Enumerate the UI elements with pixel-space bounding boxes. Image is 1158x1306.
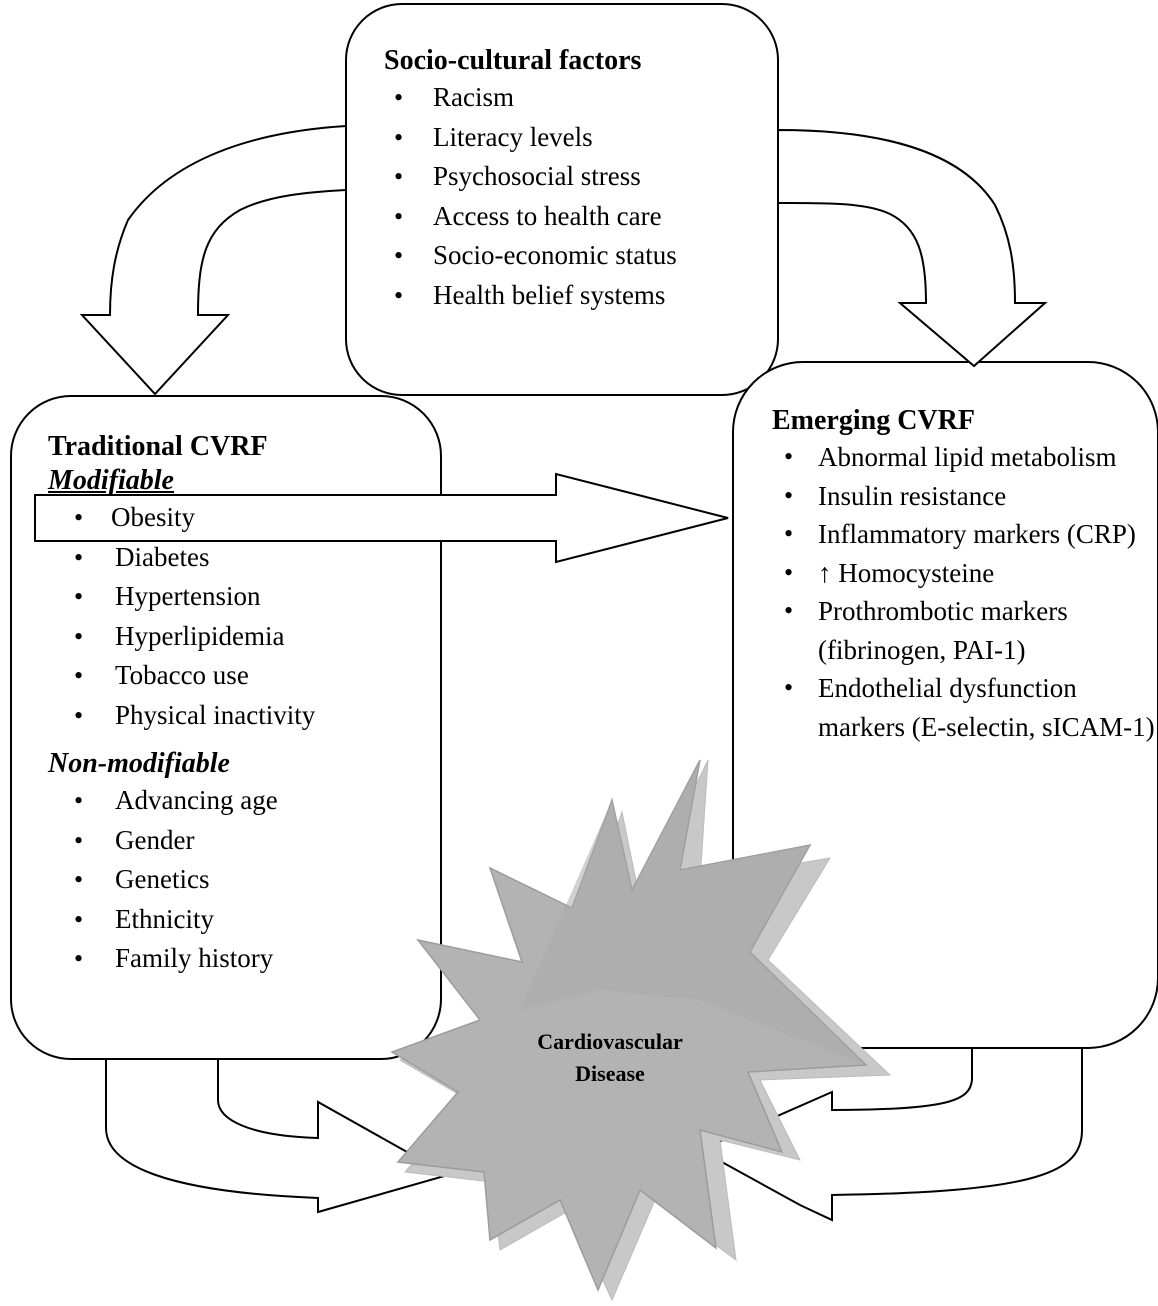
modifiable-item-inactivity: Physical inactivity bbox=[48, 696, 315, 736]
non-modifiable-item-age: Advancing age bbox=[48, 781, 315, 821]
cvd-label-line1: Cardiovascular bbox=[537, 1029, 683, 1054]
modifiable-item-diabetes: Diabetes bbox=[48, 538, 315, 578]
curved-arrow-emerging-to-cvd bbox=[697, 1047, 1083, 1222]
modifiable-heading: Modifiable bbox=[48, 465, 174, 496]
cvd-starburst bbox=[390, 759, 892, 1302]
curved-arrow-socio-to-traditional bbox=[79, 124, 347, 396]
modifiable-item-tobacco: Tobacco use bbox=[48, 656, 315, 696]
starburst-highlight bbox=[520, 760, 866, 1065]
emerging-item-inflammatory: Inflammatory markers (CRP) bbox=[772, 515, 1158, 554]
socio-cultural-box: Socio-cultural factors Racism Literacy l… bbox=[384, 44, 677, 315]
traditional-title: Traditional CVRF bbox=[48, 431, 268, 462]
non-modifiable-item-gender: Gender bbox=[48, 821, 315, 861]
emerging-title: Emerging CVRF bbox=[772, 405, 975, 436]
emerging-item-homocysteine: ↑ Homocysteine bbox=[772, 554, 1158, 593]
socio-item-racism: Racism bbox=[384, 78, 677, 118]
non-modifiable-item-family-history: Family history bbox=[48, 939, 315, 979]
emerging-cvrf-box: Emerging CVRF Abnormal lipid metabolism … bbox=[772, 404, 1158, 746]
socio-cultural-list: Racism Literacy levels Psychosocial stre… bbox=[384, 78, 677, 315]
modifiable-item-hyperlipidemia: Hyperlipidemia bbox=[48, 617, 315, 657]
emerging-item-endothelial: Endothelial dysfunction markers (E-selec… bbox=[772, 669, 1158, 746]
modifiable-item-hypertension: Hypertension bbox=[48, 577, 315, 617]
socio-item-literacy: Literacy levels bbox=[384, 118, 677, 158]
non-modifiable-item-genetics: Genetics bbox=[48, 860, 315, 900]
cvd-label: Cardiovascular Disease bbox=[500, 1026, 720, 1090]
emerging-list: Abnormal lipid metabolism Insulin resist… bbox=[772, 438, 1158, 746]
cvd-label-line2: Disease bbox=[575, 1061, 645, 1086]
traditional-cvrf-box: Traditional CVRF Modifiable Obesity Diab… bbox=[48, 430, 315, 979]
socio-item-ses: Socio-economic status bbox=[384, 236, 677, 276]
socio-item-stress: Psychosocial stress bbox=[384, 157, 677, 197]
emerging-item-insulin: Insulin resistance bbox=[772, 477, 1158, 516]
emerging-item-prothrombotic: Prothrombotic markers (fibrinogen, PAI-1… bbox=[772, 592, 1158, 669]
non-modifiable-list: Advancing age Gender Genetics Ethnicity … bbox=[48, 781, 315, 979]
modifiable-list: Obesity Diabetes Hypertension Hyperlipid… bbox=[48, 498, 315, 735]
socio-item-beliefs: Health belief systems bbox=[384, 276, 677, 316]
socio-item-access: Access to health care bbox=[384, 197, 677, 237]
socio-cultural-title: Socio-cultural factors bbox=[384, 45, 642, 76]
curved-arrow-socio-to-emerging bbox=[777, 128, 1048, 368]
curved-arrow-traditional-to-cvd bbox=[105, 1058, 451, 1214]
non-modifiable-heading: Non-modifiable bbox=[48, 748, 230, 779]
modifiable-item-obesity: Obesity bbox=[48, 498, 315, 538]
emerging-item-lipid: Abnormal lipid metabolism bbox=[772, 438, 1158, 477]
non-modifiable-item-ethnicity: Ethnicity bbox=[48, 900, 315, 940]
